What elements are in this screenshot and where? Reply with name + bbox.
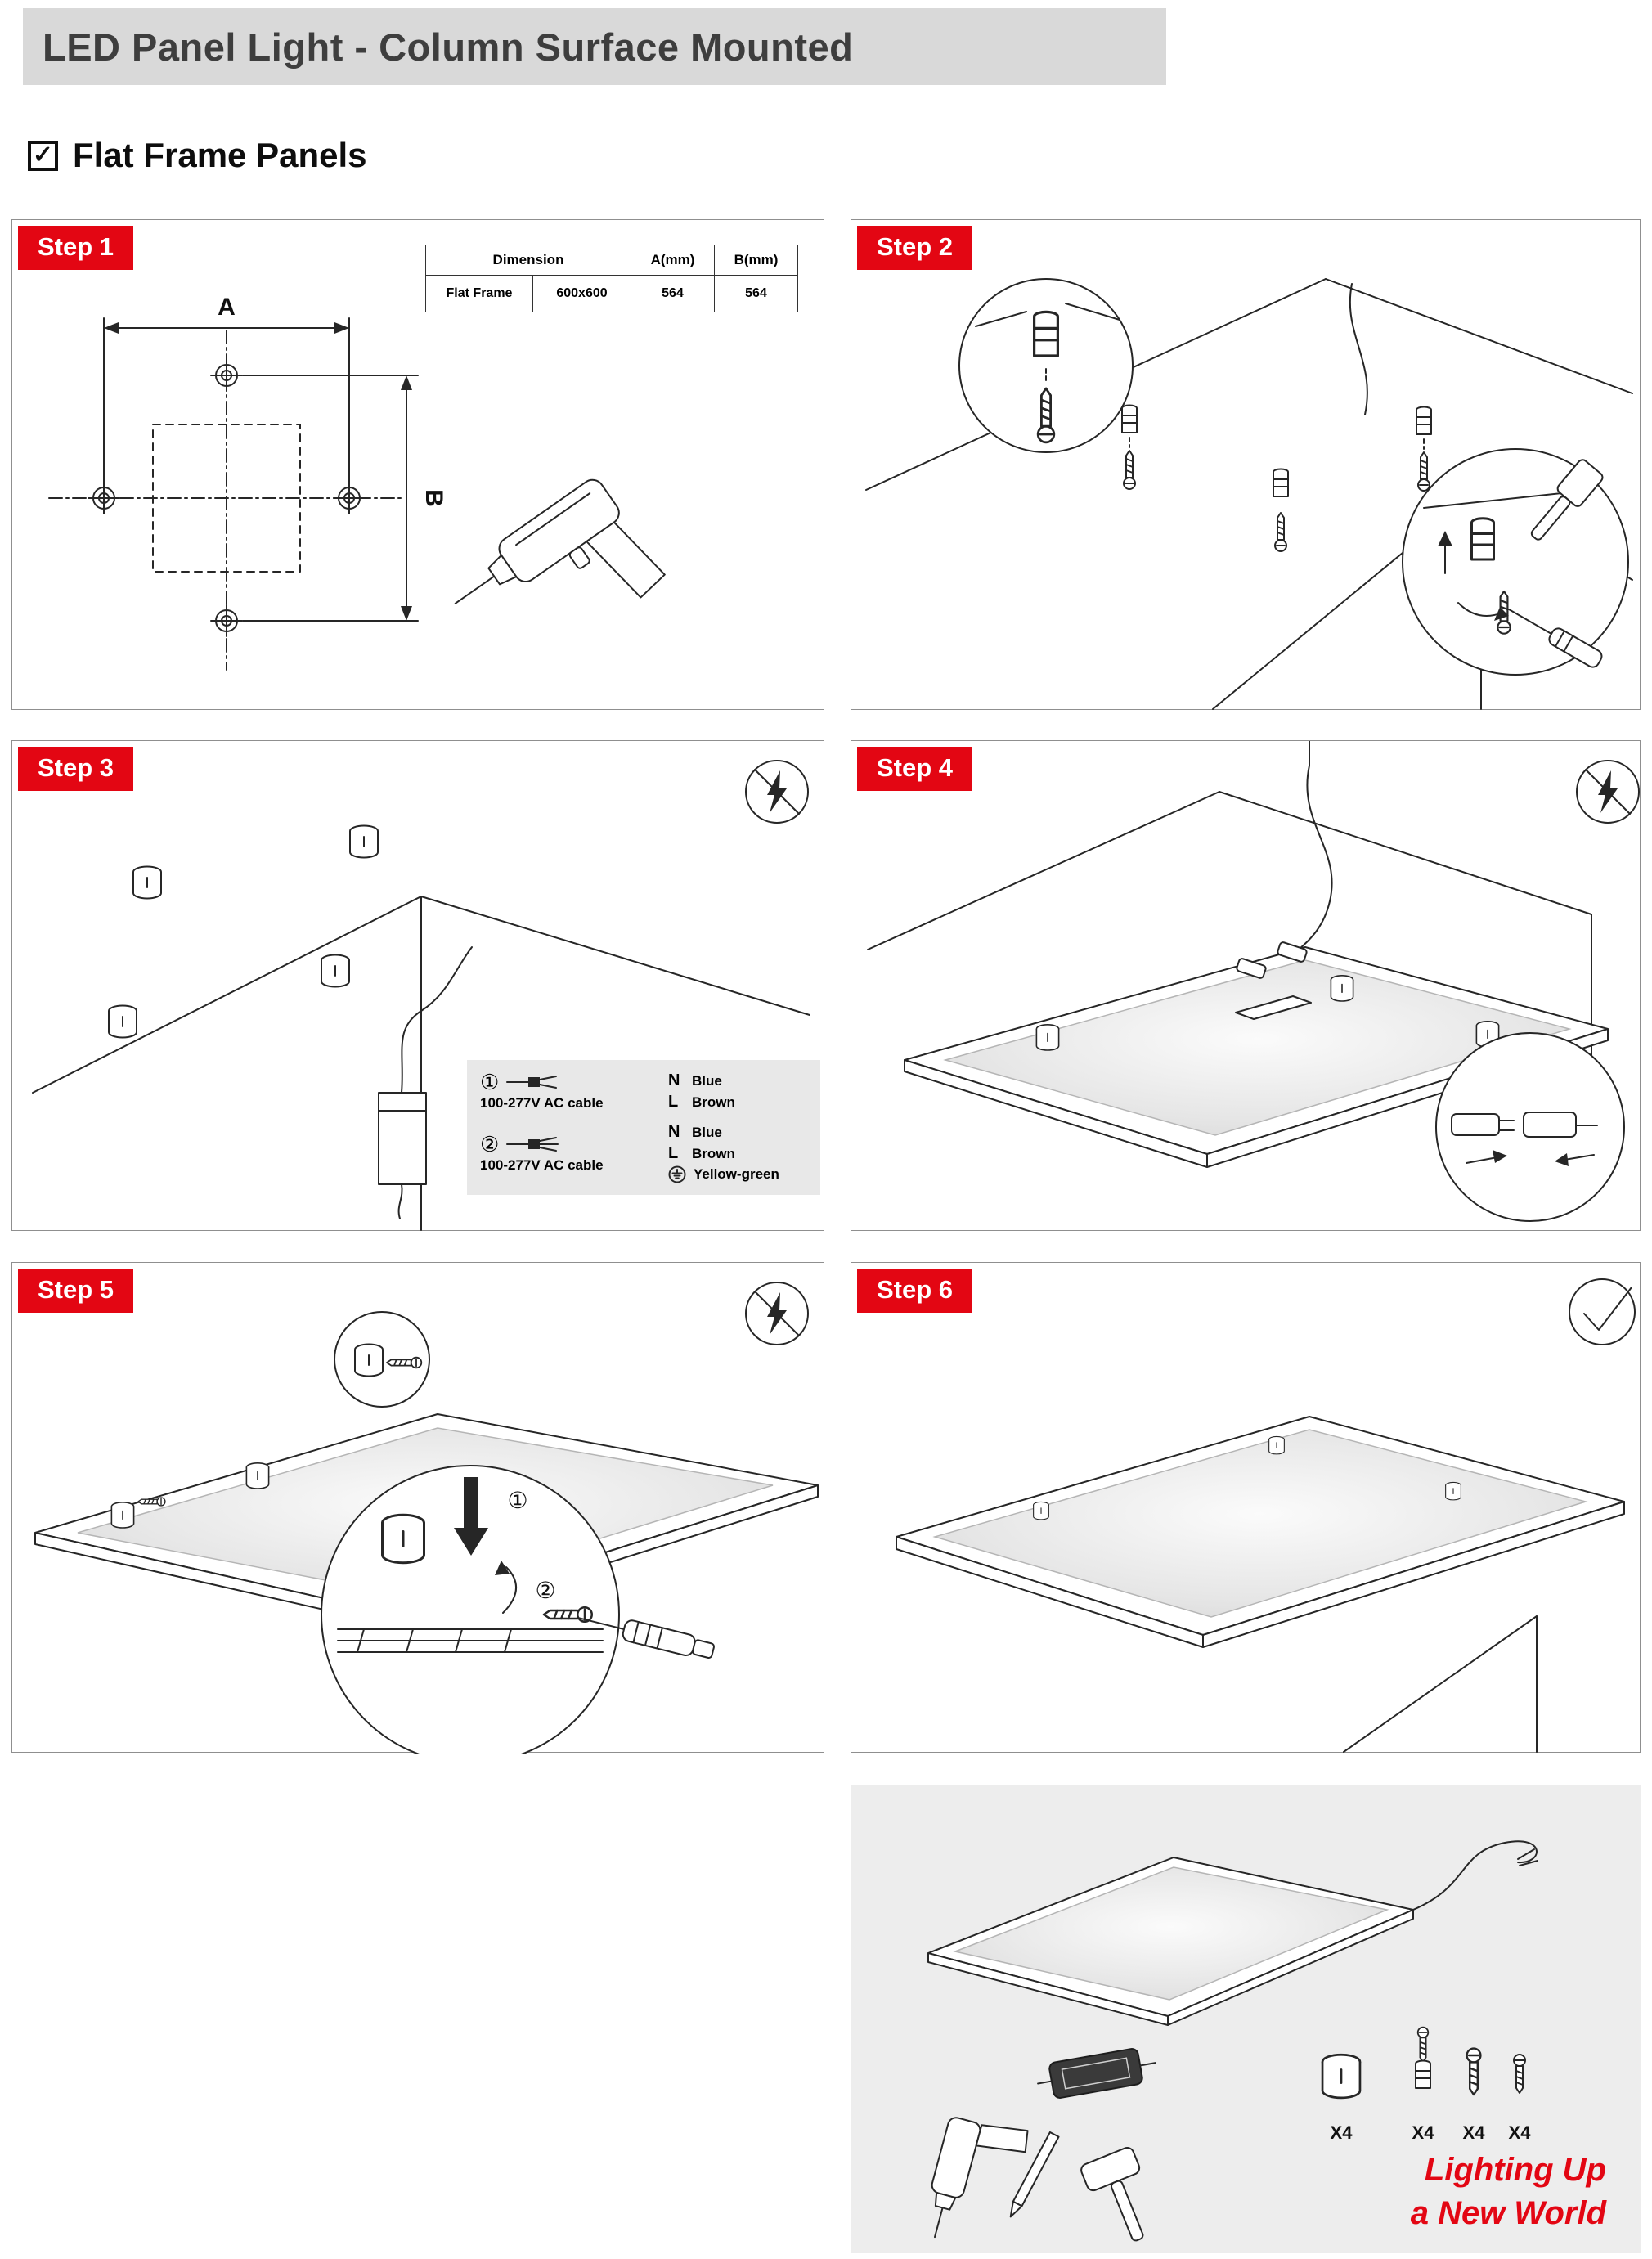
led-panel bbox=[927, 1857, 1414, 2026]
step1-illustration: A B bbox=[48, 294, 666, 671]
driver-item bbox=[1037, 2048, 1156, 2099]
driver-on-panel bbox=[1235, 995, 1312, 1020]
step-3-label: Step 3 bbox=[18, 747, 134, 791]
cable-label: 100-277V AC cable bbox=[480, 1095, 604, 1111]
b-header-cell: B(mm) bbox=[714, 245, 798, 276]
callout-1: ① bbox=[507, 1488, 527, 1513]
qty-anchor: X4 bbox=[1412, 2122, 1435, 2143]
step-4-label: Step 4 bbox=[857, 747, 973, 791]
anchor-and-screw bbox=[1121, 404, 1138, 490]
pencil-icon bbox=[1009, 2131, 1060, 2218]
cable-label: 100-277V AC cable bbox=[480, 1156, 604, 1173]
step4-illustration bbox=[867, 741, 1640, 1222]
callout-2: ② bbox=[535, 1578, 555, 1603]
step-5-panel: Step 5 ① bbox=[11, 1262, 824, 1754]
anchor-detail-circle bbox=[958, 278, 1134, 453]
step-6-label: Step 6 bbox=[857, 1269, 973, 1313]
dim-b-label: B bbox=[420, 489, 447, 507]
brand-slogan: Lighting Up a New World bbox=[1411, 2152, 1606, 2232]
circled-2: ② bbox=[480, 1131, 500, 1156]
step-1-label: Step 1 bbox=[18, 226, 134, 270]
wire-live: L Brown bbox=[668, 1144, 735, 1162]
earth-ground-icon bbox=[668, 1165, 686, 1183]
connector-detail-circle bbox=[1435, 1032, 1625, 1222]
dim-a-label: A bbox=[218, 294, 236, 321]
slogan-line-1: Lighting Up bbox=[1424, 2152, 1606, 2188]
screwdriver-icon bbox=[578, 1617, 716, 1659]
dimension-table: Dimension A(mm) B(mm) Flat Frame 600x600… bbox=[425, 245, 798, 312]
row-name-cell: Flat Frame bbox=[425, 275, 533, 312]
section-heading: ✓ Flat Frame Panels bbox=[28, 136, 366, 175]
wire-live: L Brown bbox=[668, 1093, 735, 1111]
no-power-warning-icon bbox=[745, 760, 809, 824]
locking-detail-circle: ① ② bbox=[321, 1465, 716, 1754]
step-3-panel: Step 3 bbox=[11, 740, 824, 1231]
dimension-header-cell: Dimension bbox=[425, 245, 631, 276]
wall-lines bbox=[1343, 1615, 1538, 1753]
cable-connectors bbox=[1236, 941, 1308, 979]
room-drawing bbox=[867, 741, 1592, 1085]
wiring-legend: ① 100-277V AC cable N Blue bbox=[467, 1060, 820, 1195]
cable-block: ② 100-277V AC cable bbox=[480, 1134, 658, 1174]
a-header-cell: A(mm) bbox=[631, 245, 715, 276]
wire-ground: Yellow-green bbox=[668, 1165, 779, 1183]
package-contents-illustration: X4 X4 X4 X4 bbox=[927, 1840, 1538, 2242]
cup-screw-detail-circle bbox=[334, 1311, 430, 1408]
step-5-label: Step 5 bbox=[18, 1269, 134, 1313]
hammer-detail-circle bbox=[1402, 448, 1629, 676]
step2-illustration bbox=[865, 278, 1633, 710]
led-panel bbox=[896, 1416, 1625, 1648]
wiring-legend-row-2: ② 100-277V AC cable N Blu bbox=[480, 1123, 807, 1183]
step3-illustration bbox=[32, 760, 810, 1231]
step-1-panel: Step 1 A B bbox=[11, 219, 824, 710]
small-screw-item bbox=[1513, 2054, 1526, 2094]
slogan-line-2: a New World bbox=[1410, 2195, 1606, 2231]
section-heading-label: Flat Frame Panels bbox=[73, 136, 367, 174]
wire-neutral: N Blue bbox=[668, 1071, 722, 1089]
wire-list: N Blue L Brown bbox=[668, 1071, 735, 1112]
qty-screw: X4 bbox=[1463, 2122, 1486, 2143]
wall-anchor-item bbox=[1415, 2026, 1431, 2089]
drill-item bbox=[931, 2117, 1029, 2239]
row-a-cell: 564 bbox=[631, 275, 715, 312]
check-icon bbox=[1569, 1278, 1636, 1345]
checkbox-icon: ✓ bbox=[28, 140, 58, 171]
row-size-cell: 600x600 bbox=[532, 275, 631, 312]
screwdriver-icon bbox=[1508, 609, 1603, 668]
package-contents-panel: X4 X4 X4 X4 Lighting Up a New World bbox=[851, 1785, 1641, 2253]
mallet-icon bbox=[1080, 2146, 1144, 2242]
wire-list: N Blue L Brown bbox=[668, 1123, 779, 1183]
title-banner: LED Panel Light - Column Surface Mounted bbox=[23, 8, 1166, 85]
step-2-panel: Step 2 bbox=[851, 219, 1641, 710]
screw-item bbox=[1466, 2047, 1482, 2096]
cable-icon bbox=[506, 1136, 559, 1152]
drill-icon bbox=[454, 478, 666, 604]
step-4-panel: Step 4 bbox=[851, 740, 1641, 1231]
qty-small-screw: X4 bbox=[1509, 2122, 1532, 2143]
table-row: Flat Frame 600x600 564 564 bbox=[425, 275, 798, 312]
anchor-and-screw bbox=[1416, 406, 1432, 492]
cable-block: ① 100-277V AC cable bbox=[480, 1071, 658, 1112]
cable-icon bbox=[506, 1076, 558, 1089]
step6-illustration bbox=[896, 1278, 1636, 1753]
step-6-panel: Step 6 bbox=[851, 1262, 1641, 1753]
circled-1: ① bbox=[480, 1070, 500, 1094]
no-power-warning-icon bbox=[1576, 760, 1640, 824]
no-power-warning-icon bbox=[745, 1282, 809, 1345]
wiring-legend-row-1: ① 100-277V AC cable N Blue bbox=[480, 1071, 807, 1112]
hammer-icon bbox=[1530, 459, 1604, 541]
wire-neutral: N Blue bbox=[668, 1123, 722, 1141]
led-driver bbox=[378, 946, 473, 1219]
anchor-and-screw bbox=[1273, 468, 1289, 552]
panel-cable bbox=[1412, 1840, 1538, 1911]
page-title: LED Panel Light - Column Surface Mounted bbox=[43, 25, 854, 69]
step5-illustration: ① ② bbox=[34, 1282, 819, 1754]
qty-cup: X4 bbox=[1331, 2122, 1353, 2143]
step-2-label: Step 2 bbox=[857, 226, 973, 270]
row-b-cell: 564 bbox=[714, 275, 798, 312]
mounting-cup-item bbox=[1321, 2053, 1362, 2100]
drill-template-drawing bbox=[48, 317, 419, 671]
